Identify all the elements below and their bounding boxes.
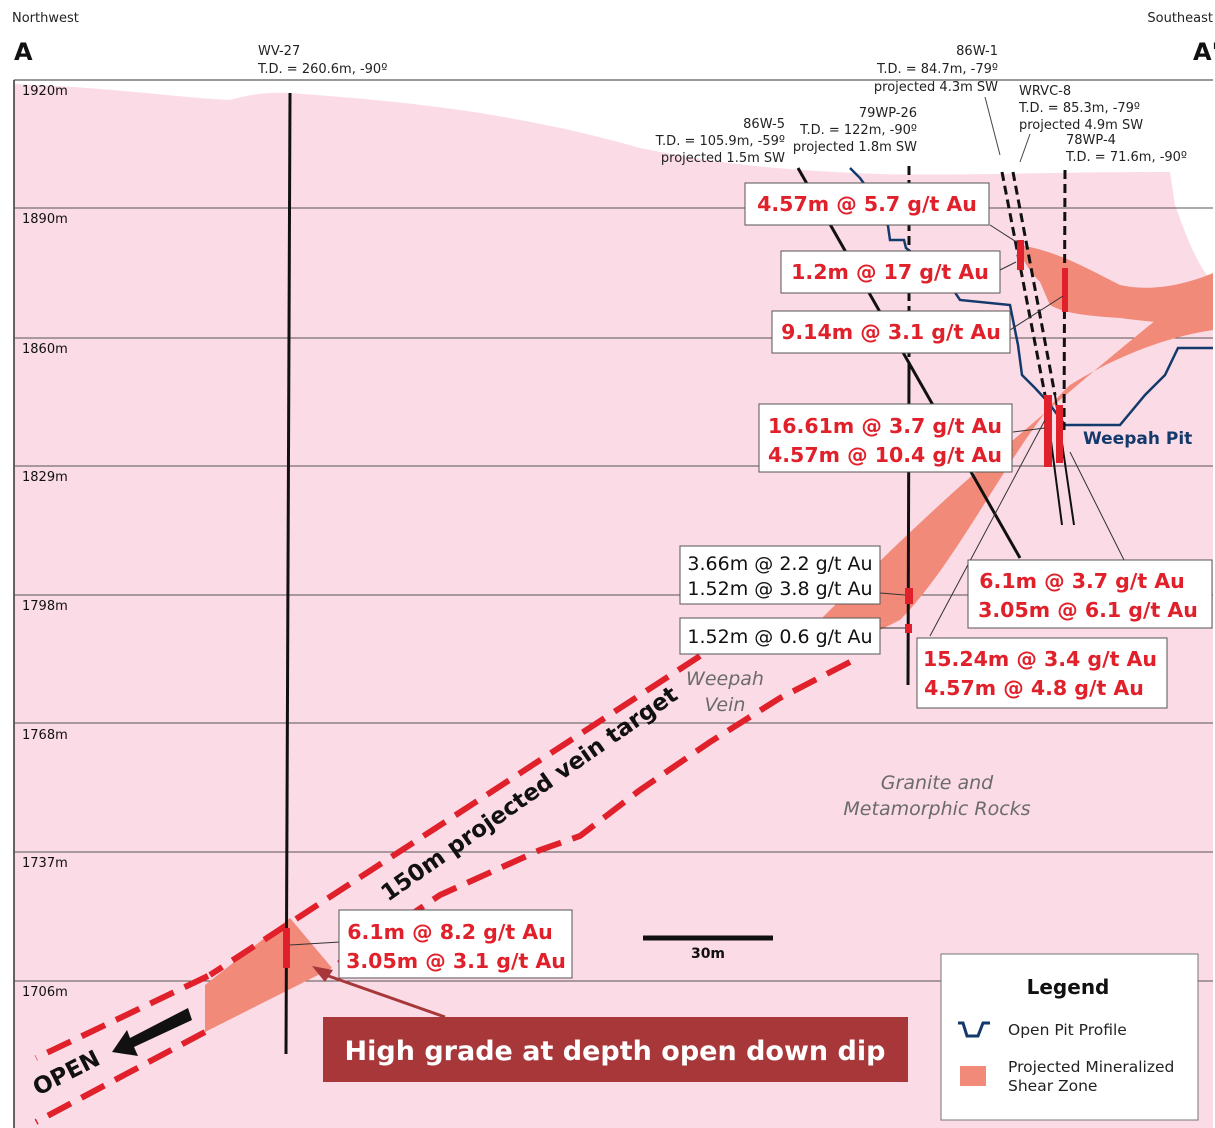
drillhole-detail-86w5: T.D. = 105.9m, -59º bbox=[655, 134, 785, 149]
intercept-value: 4.57m @ 5.7 g/t Au bbox=[757, 192, 977, 216]
elevation-label: 1920m bbox=[22, 84, 68, 99]
elevation-labels: 1920m 1890m 1860m 1829m 1798m 1768m 1737… bbox=[22, 84, 68, 1000]
intercept-marks bbox=[283, 240, 1068, 968]
intercept-value: 3.05m @ 6.1 g/t Au bbox=[978, 598, 1198, 622]
drillhole-detail-wrvc8: T.D. = 85.3m, -79º bbox=[1018, 101, 1140, 116]
legend-pit-profile: Open Pit Profile bbox=[1008, 1021, 1127, 1039]
elevation-label: 1737m bbox=[22, 856, 68, 871]
vein-target-upper-dash-extension bbox=[34, 973, 210, 1061]
intercept-value: 9.14m @ 3.1 g/t Au bbox=[781, 320, 1001, 344]
legend: Legend Open Pit Profile Projected Minera… bbox=[940, 953, 1199, 1121]
vein-label-line2: Vein bbox=[705, 694, 746, 716]
elevation-label: 1860m bbox=[22, 342, 68, 357]
intercept-value: 16.61m @ 3.7 g/t Au bbox=[768, 414, 1002, 438]
intercept-value: 4.57m @ 10.4 g/t Au bbox=[768, 443, 1002, 467]
shear-zone-deep bbox=[205, 918, 332, 1032]
drillhole-label-wv27: WV-27 bbox=[258, 44, 300, 59]
leader-wrvc8 bbox=[1019, 133, 1031, 163]
elevation-label: 1890m bbox=[22, 212, 68, 227]
legend-shear-line2: Shear Zone bbox=[1008, 1077, 1097, 1095]
open-arrow bbox=[112, 1008, 192, 1056]
legend-shear-line1: Projected Mineralized bbox=[1008, 1058, 1174, 1076]
banner-pointer bbox=[319, 971, 446, 1019]
intercept-value: 1.52m @ 3.8 g/t Au bbox=[687, 578, 872, 600]
intercept-value: 1.2m @ 17 g/t Au bbox=[791, 260, 989, 284]
elevation-label: 1798m bbox=[22, 599, 68, 614]
drillhole-projection-86w1: projected 4.3m SW bbox=[874, 80, 998, 95]
intercept-box-6: 1.52m @ 0.6 g/t Au bbox=[679, 617, 881, 655]
drillhole-wrvc8 bbox=[1011, 171, 1057, 396]
elevation-label: 1829m bbox=[22, 470, 68, 485]
shear-zone-swatch bbox=[960, 1066, 986, 1086]
drillhole-detail-86w1: T.D. = 84.7m, -79º bbox=[876, 62, 998, 77]
drillhole-label-86w5: 86W-5 bbox=[743, 117, 785, 132]
legend-title: Legend bbox=[1027, 975, 1110, 999]
rock-label-line2: Metamorphic Rocks bbox=[843, 798, 1030, 820]
southeast-label: Southeast bbox=[1147, 11, 1213, 26]
banner-box bbox=[323, 1017, 908, 1082]
vein-label-line1: Weepah bbox=[686, 668, 764, 690]
intercept-box-7: 6.1m @ 3.7 g/t Au 3.05m @ 6.1 g/t Au bbox=[967, 559, 1213, 629]
intercept-value: 15.24m @ 3.4 g/t Au bbox=[923, 647, 1157, 671]
intercept-box-5: 3.66m @ 2.2 g/t Au 1.52m @ 3.8 g/t Au bbox=[679, 545, 881, 605]
intercept-box-4: 16.61m @ 3.7 g/t Au 4.57m @ 10.4 g/t Au bbox=[758, 403, 1013, 473]
vein-target-lower-dash bbox=[330, 659, 852, 971]
intercept-value: 3.05m @ 3.1 g/t Au bbox=[346, 949, 566, 973]
banner-text: High grade at depth open down dip bbox=[345, 1036, 886, 1067]
elevation-label: 1706m bbox=[22, 985, 68, 1000]
intercept-box-2: 1.2m @ 17 g/t Au bbox=[780, 250, 1001, 294]
open-pit-profile-icon bbox=[958, 1021, 990, 1038]
drillhole-label-79wp26: 79WP-26 bbox=[859, 106, 917, 121]
drillhole-label-wrvc8: WRVC-8 bbox=[1019, 84, 1071, 99]
drillhole-projection-86w5: projected 1.5m SW bbox=[661, 151, 785, 166]
drillhole-detail-78wp4: T.D. = 71.6m, -90º bbox=[1065, 150, 1187, 165]
intercept-box-9: 6.1m @ 8.2 g/t Au 3.05m @ 3.1 g/t Au bbox=[338, 909, 573, 979]
drillhole-projection-79wp26: projected 1.8m SW bbox=[793, 140, 917, 155]
intercept-value: 6.1m @ 3.7 g/t Au bbox=[979, 569, 1184, 593]
weepah-pit-label: Weepah Pit bbox=[1083, 429, 1192, 449]
scale-label: 30m bbox=[691, 946, 725, 962]
section-end-label: A' bbox=[1193, 38, 1215, 66]
northwest-label: Northwest bbox=[12, 11, 79, 26]
drillhole-label-86w1: 86W-1 bbox=[956, 44, 998, 59]
section-start-label: A bbox=[14, 38, 33, 66]
drillhole-wv27 bbox=[284, 92, 292, 1055]
banner-pointer-head bbox=[312, 966, 333, 982]
intercept-box-8: 15.24m @ 3.4 g/t Au 4.57m @ 4.8 g/t Au bbox=[916, 637, 1168, 709]
vein-target-upper-dash bbox=[208, 653, 702, 978]
drillhole-projection-wrvc8: projected 4.9m SW bbox=[1019, 118, 1143, 133]
rock-label-line1: Granite and bbox=[881, 772, 994, 794]
intercept-box-3: 9.14m @ 3.1 g/t Au bbox=[771, 310, 1011, 354]
drillhole-detail-79wp26: T.D. = 122m, -90º bbox=[799, 123, 917, 138]
elevation-label: 1768m bbox=[22, 728, 68, 743]
vein-target-lower-dash-extension bbox=[34, 1029, 207, 1125]
intercept-value: 6.1m @ 8.2 g/t Au bbox=[347, 920, 552, 944]
intercept-box-1: 4.57m @ 5.7 g/t Au bbox=[744, 182, 990, 226]
intercept-value: 1.52m @ 0.6 g/t Au bbox=[687, 626, 872, 648]
drillhole-86w1 bbox=[1000, 171, 1047, 396]
shear-zone-upper bbox=[1020, 245, 1213, 324]
intercept-value: 3.66m @ 2.2 g/t Au bbox=[687, 553, 872, 575]
drillhole-detail-wv27: T.D. = 260.6m, -90º bbox=[257, 62, 387, 77]
intercept-leaders bbox=[289, 224, 1126, 946]
intercept-value: 4.57m @ 4.8 g/t Au bbox=[924, 676, 1144, 700]
leader-86w1 bbox=[984, 96, 1001, 156]
drillhole-label-78wp4: 78WP-4 bbox=[1066, 133, 1116, 148]
